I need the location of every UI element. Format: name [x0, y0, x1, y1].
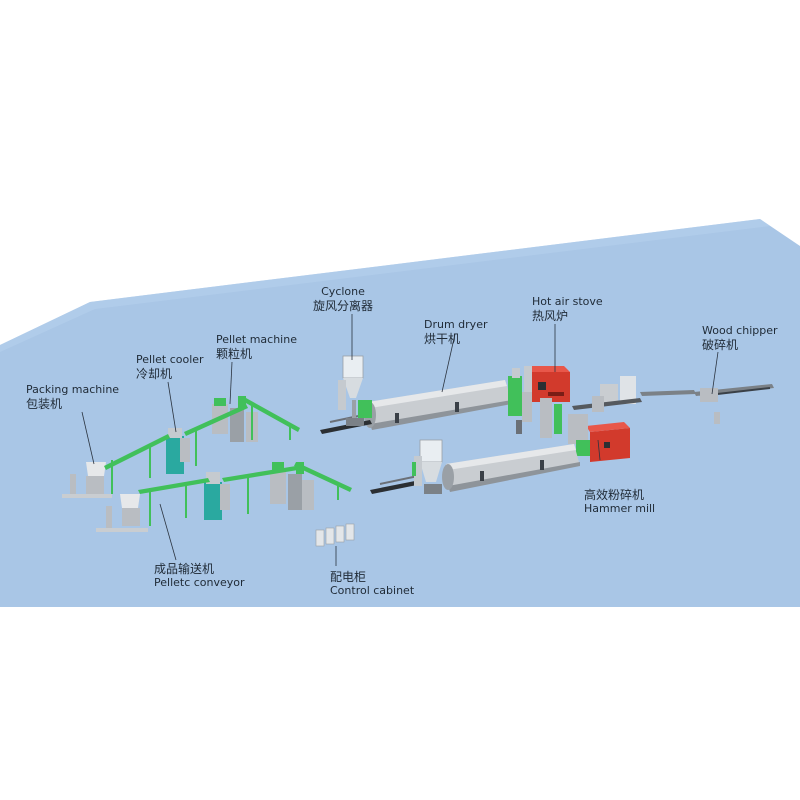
cyclone-upper — [338, 355, 372, 426]
pellet-cooler-lower — [204, 466, 298, 520]
hot-air-stove — [524, 366, 570, 406]
dust-collector-upper — [508, 368, 562, 438]
label-leaders — [81, 314, 719, 566]
pellet-machine-lower — [270, 462, 352, 510]
dryer-feed-conveyor-lower — [370, 475, 422, 494]
packing-machine-lower — [96, 478, 210, 532]
cyclone-lower — [412, 439, 443, 494]
floor-top-edge — [0, 219, 770, 352]
control-cabinets — [315, 523, 355, 547]
drum-dryer-lower — [442, 444, 580, 492]
pellet-cooler-upper — [166, 404, 248, 474]
packing-machine-upper — [62, 434, 170, 498]
hammer-mill — [568, 414, 630, 462]
pellet-machine-upper — [212, 396, 300, 442]
wood-chipper-feeder — [572, 376, 774, 424]
